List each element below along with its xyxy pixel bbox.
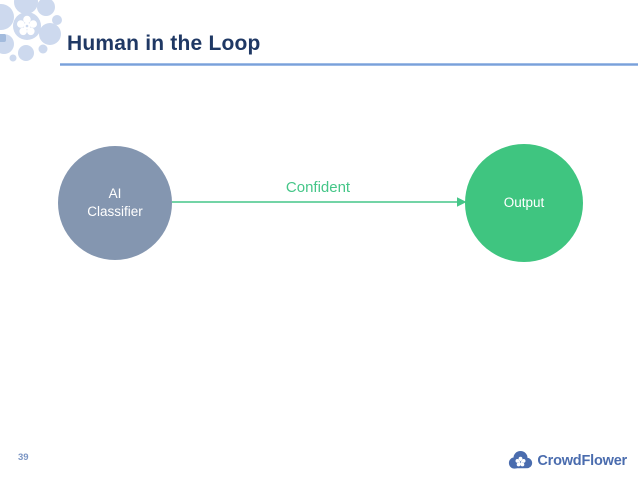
title-underline [60, 63, 638, 66]
slide-title: Human in the Loop [67, 32, 261, 55]
flower-cluster-icon [0, 0, 62, 62]
node-output: Output [465, 144, 583, 262]
confident-arrow [172, 197, 467, 207]
edge-label-confident: Confident [285, 179, 351, 196]
crowdflower-logo: CrowdFlower [507, 450, 627, 471]
node-ai-classifier-label-line2: Classifier [87, 204, 143, 219]
node-output-label: Output [503, 195, 545, 210]
node-ai-classifier-label-line1: AI [108, 186, 122, 201]
crowdflower-wordmark: CrowdFlower [537, 452, 627, 469]
node-ai-classifier: AI Classifier [58, 146, 172, 260]
crowdflower-cloud-flower-icon [509, 451, 533, 469]
page-number: 39 [18, 452, 29, 463]
